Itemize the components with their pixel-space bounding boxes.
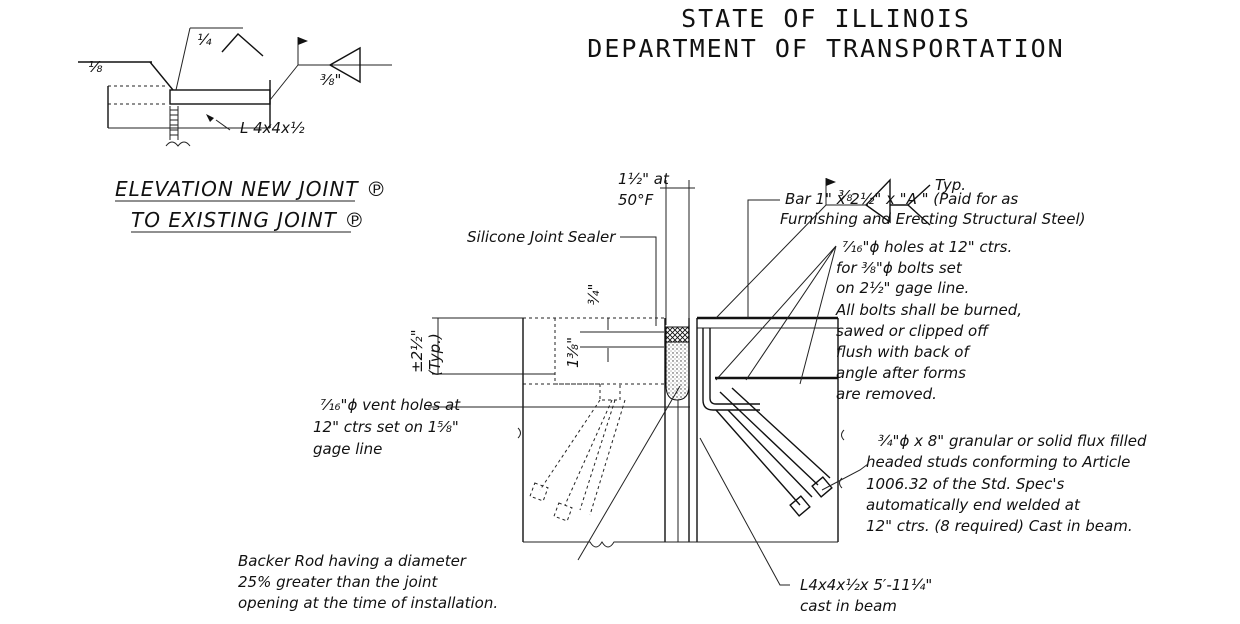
- silicone-sealer: [665, 326, 690, 343]
- silicone-label: Silicone Joint Sealer: [467, 228, 616, 246]
- backer-note-line3: opening at the time of installation.: [238, 594, 498, 612]
- vent-note-line3: gage line: [313, 440, 382, 458]
- holes-note-line1: ⁷⁄₁₆"ϕ holes at 12" ctrs.: [842, 238, 1012, 256]
- vent-note-line2: 12" ctrs set on 1⅝": [313, 418, 459, 436]
- holes-note-line5: sawed or clipped off: [836, 322, 990, 340]
- studs-note-line1: ¾"ϕ x 8" granular or solid flux filled: [878, 432, 1147, 450]
- gap-temp-label: 50°F: [618, 191, 654, 209]
- angle-note-line1: L4x4x½x 5′-11¼": [800, 576, 932, 594]
- holes-note-line3: on 2½" gage line.: [836, 279, 969, 297]
- weld-typ-label: Typ.: [935, 176, 966, 194]
- weld-three-eighths-label: ⅜": [320, 71, 341, 89]
- weld-quarter-label: ¼: [197, 31, 212, 49]
- backer-rod: [665, 341, 690, 401]
- studs-note-line4: automatically end welded at: [866, 496, 1081, 514]
- gap-at-label: 1½" at: [618, 170, 670, 188]
- dim-three-quarter: ¾": [585, 284, 603, 305]
- angle-note-line2: cast in beam: [800, 597, 897, 615]
- holes-note-line6: flush with back of: [836, 343, 971, 361]
- dim-typ: (Typ.): [426, 333, 444, 376]
- studs-note-line2: headed studs conforming to Article: [866, 453, 1130, 471]
- backer-note-line2: 25% greater than the joint: [238, 573, 439, 591]
- bar-note-line1: Bar 1" x 2½" x "A " (Paid for as: [785, 190, 1018, 208]
- holes-note-line7: angle after forms: [836, 364, 966, 382]
- header-department: DEPARTMENT OF TRANSPORTATION: [587, 34, 1064, 63]
- dim-one-three-eighths: 1⅜": [564, 337, 582, 368]
- header-state: STATE OF ILLINOIS: [681, 4, 971, 33]
- joint-section: [428, 178, 931, 586]
- weld-eighth-label: ⅛: [88, 58, 103, 76]
- weld-size-label: ⅜: [838, 187, 853, 205]
- elevation-detail: ¼ ⅛ ⅜" L 4x4x½: [78, 27, 392, 147]
- holes-note-line2: for ⅜"ϕ bolts set: [836, 259, 963, 277]
- dim-plusminus: ±2½": [408, 329, 426, 373]
- holes-note-line8: are removed.: [836, 385, 937, 403]
- elevation-title-line1: ELEVATION NEW JOINT ℗: [115, 177, 387, 201]
- studs-note-line5: 12" ctrs. (8 required) Cast in beam.: [866, 517, 1133, 535]
- vent-note-line1: ⁷⁄₁₆"ϕ vent holes at: [320, 396, 461, 414]
- angle-size-label: L 4x4x½: [240, 119, 305, 137]
- holes-note-line4: All bolts shall be burned,: [835, 301, 1022, 319]
- bar-note-line2: Furnishing and Erecting Structural Steel…: [780, 210, 1086, 228]
- elevation-title-line2: TO EXISTING JOINT ℗: [131, 208, 365, 232]
- backer-note-line1: Backer Rod having a diameter: [238, 552, 467, 570]
- studs-note-line3: 1006.32 of the Std. Spec's: [866, 475, 1065, 493]
